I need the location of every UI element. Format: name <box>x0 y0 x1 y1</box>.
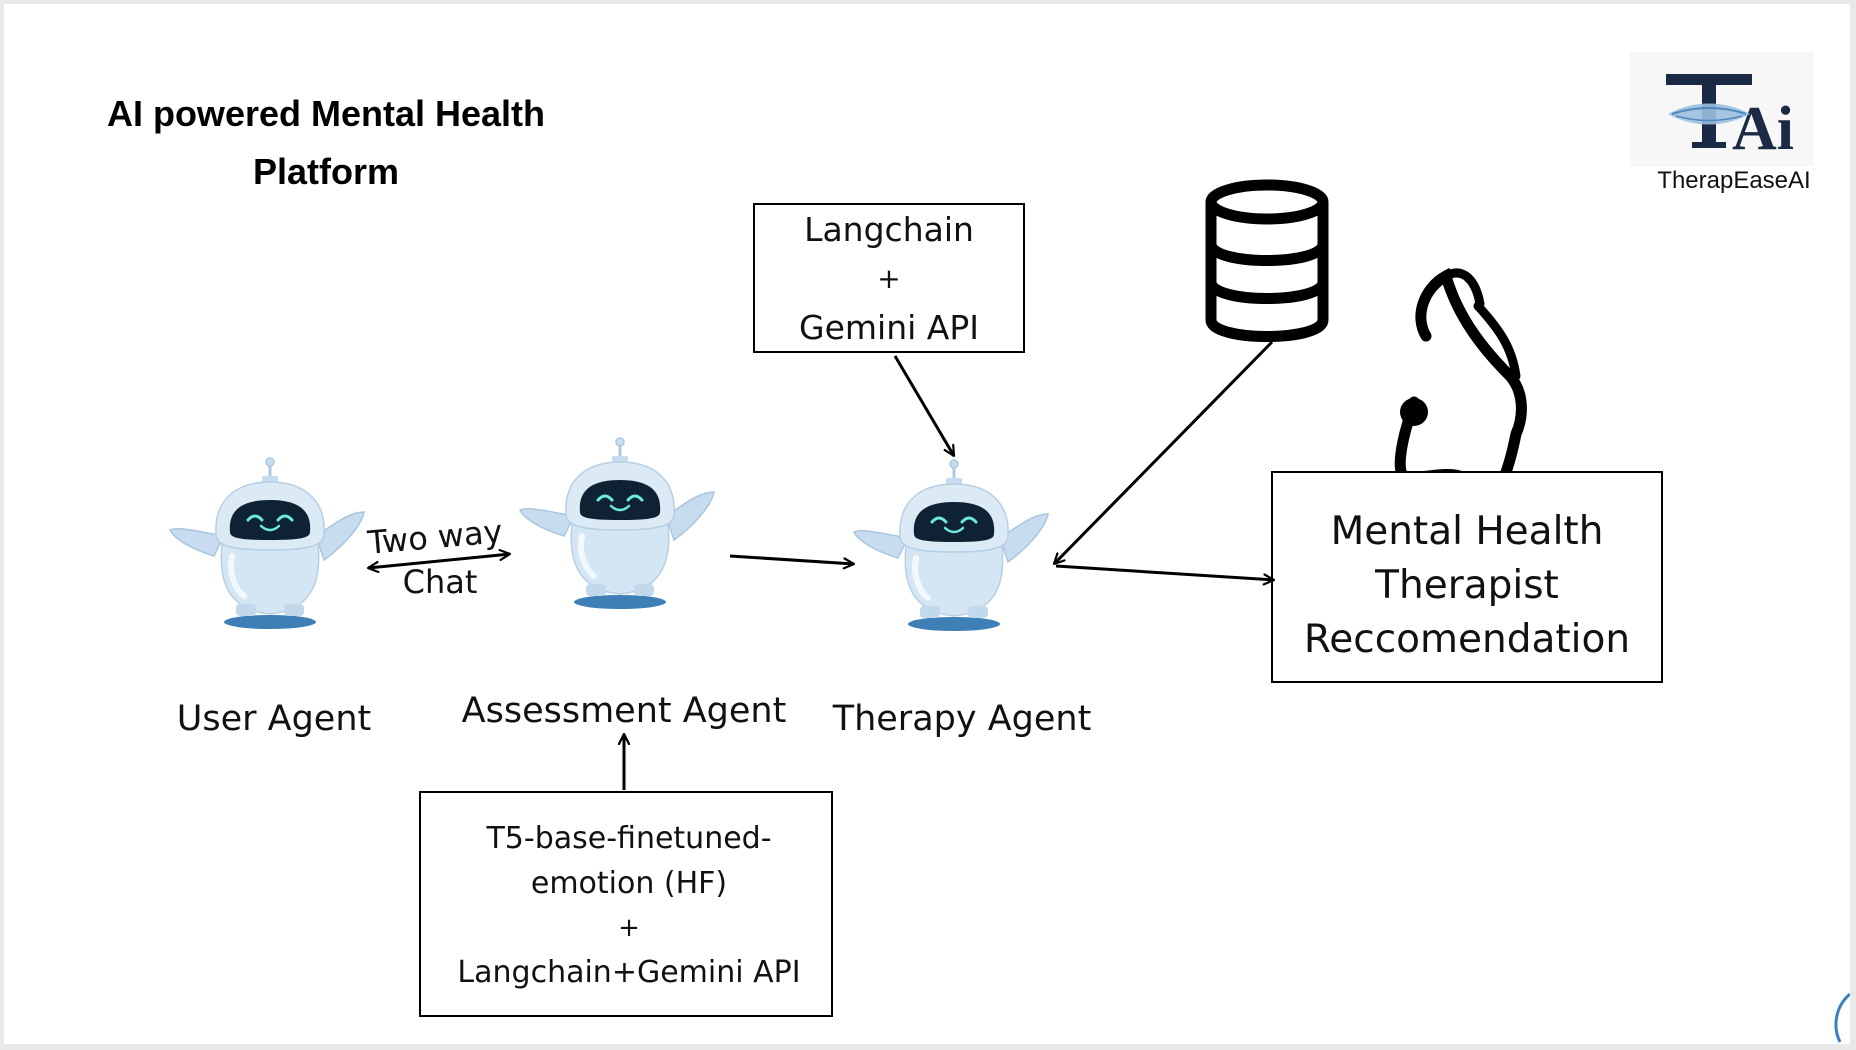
user-agent-label: User Agent <box>177 699 372 739</box>
two-way-chat-arrow <box>368 554 510 568</box>
langchain-box-line-2: + <box>877 262 900 295</box>
logo-name: TherapEaseAI <box>1657 167 1810 194</box>
therapy-agent-label: Therapy Agent <box>832 699 1092 739</box>
assessment-agent-label: Assessment Agent <box>462 691 787 731</box>
svg-text:Ai: Ai <box>1732 95 1794 163</box>
langchain-box-line-1: Langchain <box>804 210 974 249</box>
corner-circle-decoration <box>1834 992 1850 1043</box>
assessment-agent-robot-icon <box>520 438 714 609</box>
user-agent-robot-icon <box>170 458 364 629</box>
model-box-line-2: emotion (HF) <box>531 866 727 901</box>
model-box-line-1: T5-base-finetuned- <box>485 821 771 856</box>
langchain-box-line-3: Gemini API <box>799 308 979 347</box>
chat-label-line-1: Two way <box>365 512 504 562</box>
therapist-box-line-2: Therapist <box>1374 563 1559 608</box>
stethoscope-chestpiece-icon <box>1400 398 1428 426</box>
langchain-to-therapy-arrow <box>893 355 956 456</box>
slide: AI powered Mental Health Platform Ai The… <box>4 4 1850 1044</box>
therapy-to-recommendation-arrow <box>1055 564 1274 580</box>
therapist-box-line-3: Reccomendation <box>1304 617 1630 662</box>
therapist-recommendation-box: Mental Health Therapist Reccomendation <box>1271 471 1663 683</box>
title-line-1: AI powered Mental Health <box>107 93 545 134</box>
database-icon <box>1205 179 1329 342</box>
therapist-box-line-1: Mental Health <box>1331 509 1604 554</box>
therapy-agent-robot-icon <box>854 460 1048 631</box>
stethoscope-icon <box>1394 267 1527 504</box>
model-box-line-3: + <box>618 913 640 943</box>
assessment-to-therapy-arrow <box>729 554 854 564</box>
database-to-therapy-arrow <box>1054 340 1274 564</box>
title-line-2: Platform <box>253 151 399 192</box>
langchain-gemini-box: Langchain + Gemini API <box>753 203 1025 353</box>
emotion-model-box: T5-base-finetuned- emotion (HF) + Langch… <box>419 791 833 1017</box>
tai-logo: Ai TherapEaseAI <box>1630 52 1814 194</box>
chat-label-line-2: Chat <box>403 563 478 601</box>
model-box-line-4: Langchain+Gemini API <box>457 955 800 990</box>
